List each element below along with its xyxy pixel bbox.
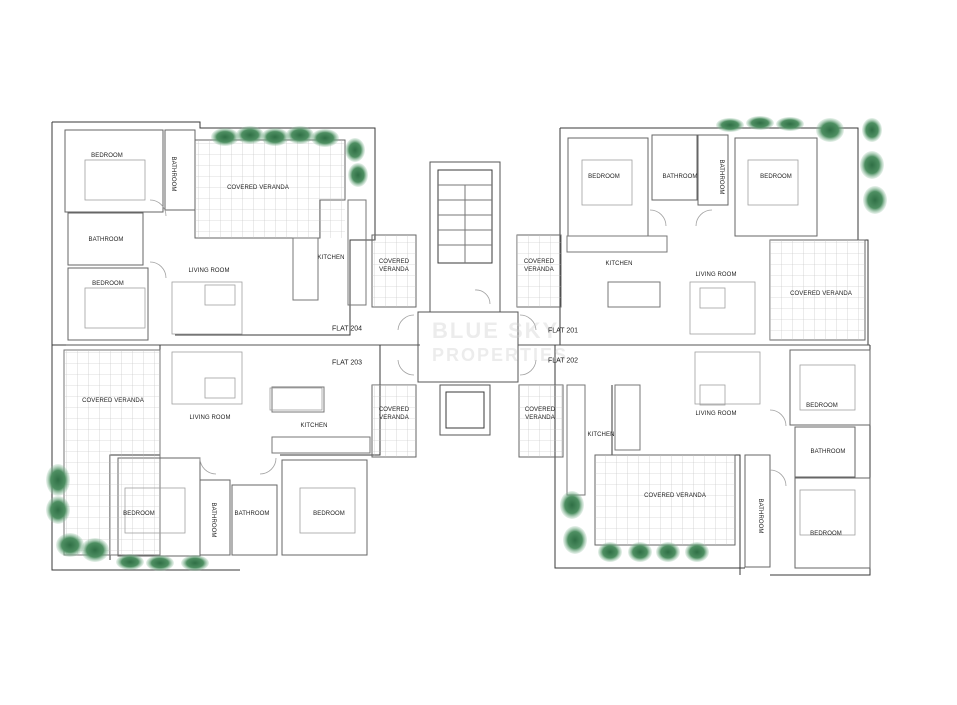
core-walls [417,161,519,436]
room-label-bathroom: BATHROOM [662,174,698,180]
room-label-bathroom: BATHROOM [234,511,270,517]
room-label-bathroom: BATHROOM [810,449,846,455]
room-label-bedroom: BEDROOM [92,281,124,287]
room-label-bathroom: BATHROOM [718,159,724,195]
room-label-living-room: LIVING ROOM [189,415,231,421]
room-label-kitchen: KITCHEN [587,432,615,438]
room-label-covered-veranda: COVERED VERANDA [790,291,852,297]
flat-label-203: FLAT 203 [331,359,363,367]
flat-label-201: FLAT 201 [547,327,579,335]
room-label-bedroom: BEDROOM [588,174,620,180]
room-label-bathroom: BATHROOM [170,156,176,192]
flat-label-204: FLAT 204 [331,325,363,333]
room-label-bedroom: BEDROOM [806,403,838,409]
room-label-bathroom: BATHROOM [210,502,216,538]
room-label-covered-veranda: COVERED VERANDA [227,185,289,191]
furniture [84,159,856,536]
watermark-line2: PROPERTIES [432,345,569,365]
room-label-living-room: LIVING ROOM [188,268,230,274]
room-label-bathroom: BATHROOM [757,498,763,534]
room-label-bedroom: BEDROOM [760,174,792,180]
room-label-covered-veranda: COVERED VERANDA [644,493,706,499]
room-label-bedroom: BEDROOM [123,511,155,517]
room-label-bedroom: BEDROOM [313,511,345,517]
room-label-bathroom: BATHROOM [88,237,124,243]
watermark-line1: BLUE SKY [432,318,560,343]
room-label-kitchen: KITCHEN [300,423,328,429]
flat-label-202: FLAT 202 [547,357,579,365]
room-label-bedroom: BEDROOM [810,531,842,537]
room-label-living-room: LIVING ROOM [695,411,737,417]
room-label-kitchen: KITCHEN [605,261,633,267]
room-label-covered-veranda: COVERED VERANDA [82,398,144,404]
room-label-living-room: LIVING ROOM [695,272,737,278]
room-label-bedroom: BEDROOM [91,153,123,159]
planting [46,116,887,571]
room-label-kitchen: KITCHEN [317,255,345,261]
